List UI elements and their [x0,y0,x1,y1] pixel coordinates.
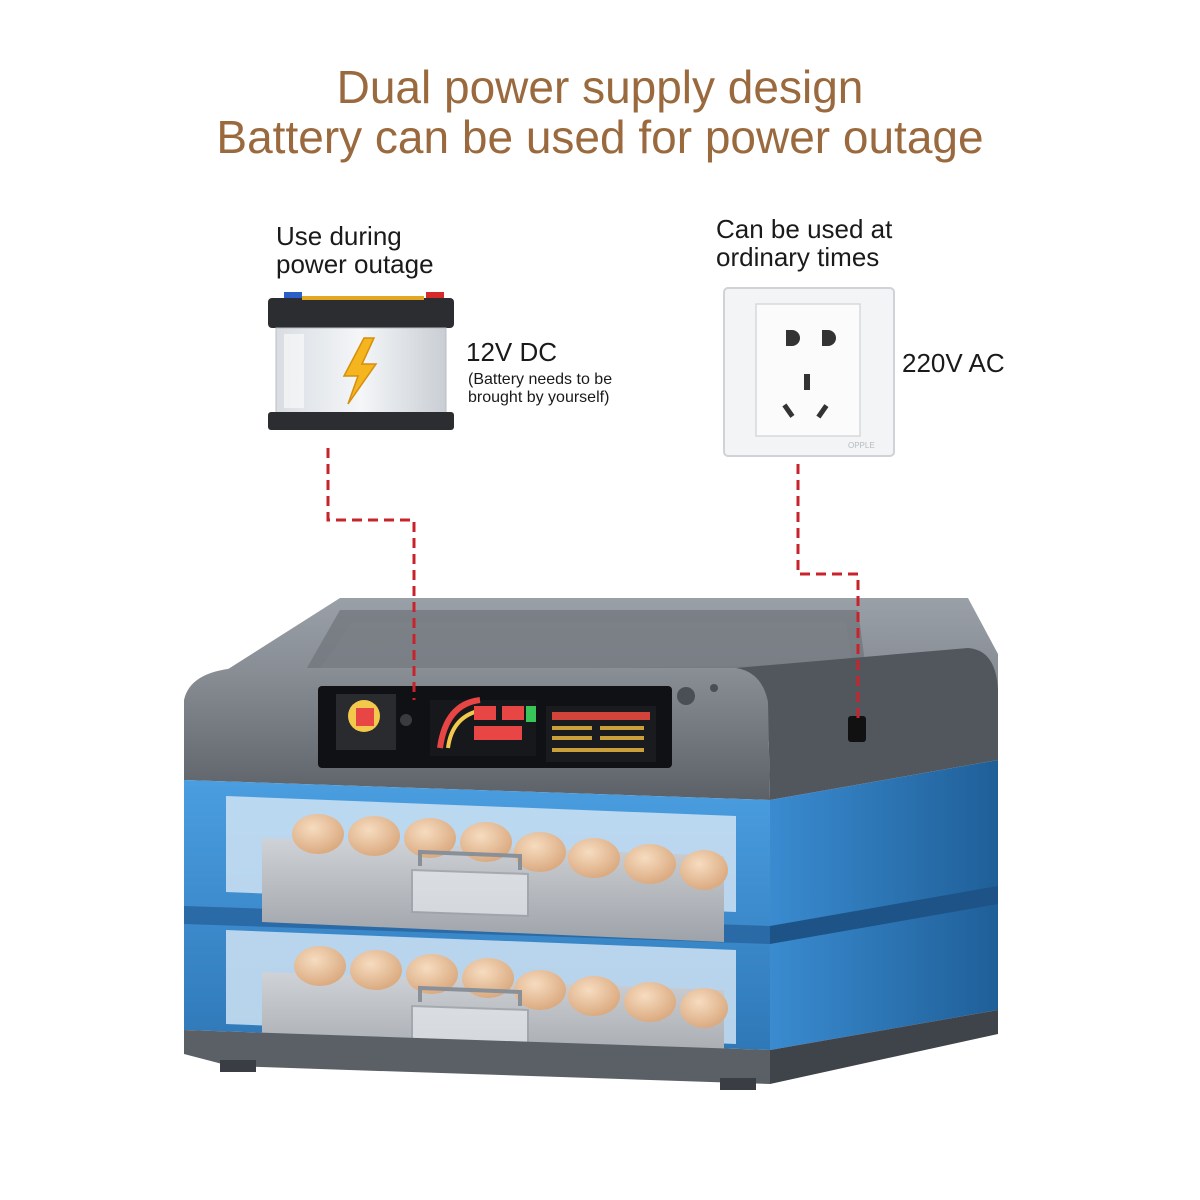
battery-note-line-2: brought by yourself) [468,389,610,406]
headline-line-1: Dual power supply design [336,61,864,113]
battery-caption: Use during power outage [276,222,434,278]
egg-incubator [184,598,998,1090]
headline: Dual power supply design Battery can be … [0,62,1200,162]
battery-icon [268,292,454,430]
connector-lines [326,448,860,720]
battery-voltage: 12V DC [466,337,558,367]
battery-note: (Battery needs to be brought by yourself… [468,371,612,407]
battery-connector-line [326,448,416,700]
battery-caption-line-2: power outage [276,249,434,279]
battery-caption-line-1: Use during [276,221,402,251]
side-power-port [848,716,866,742]
outlet-caption-line-1: Can be used at [716,214,893,244]
outlet-voltage: 220V AC [902,348,1005,378]
outlet-caption-line-2: ordinary times [716,242,880,272]
battery-note-line-1: (Battery needs to be [468,371,613,388]
upper-egg-tray [262,814,728,942]
outlet-connector-line [796,464,860,720]
wall-outlet-icon: OPPLE [723,287,895,457]
outlet-brand: OPPLE [848,441,875,450]
headline-line-2: Battery can be used for power outage [216,111,984,163]
lightning-bolt-icon [342,337,378,405]
outlet-caption: Can be used at ordinary times [716,215,892,271]
